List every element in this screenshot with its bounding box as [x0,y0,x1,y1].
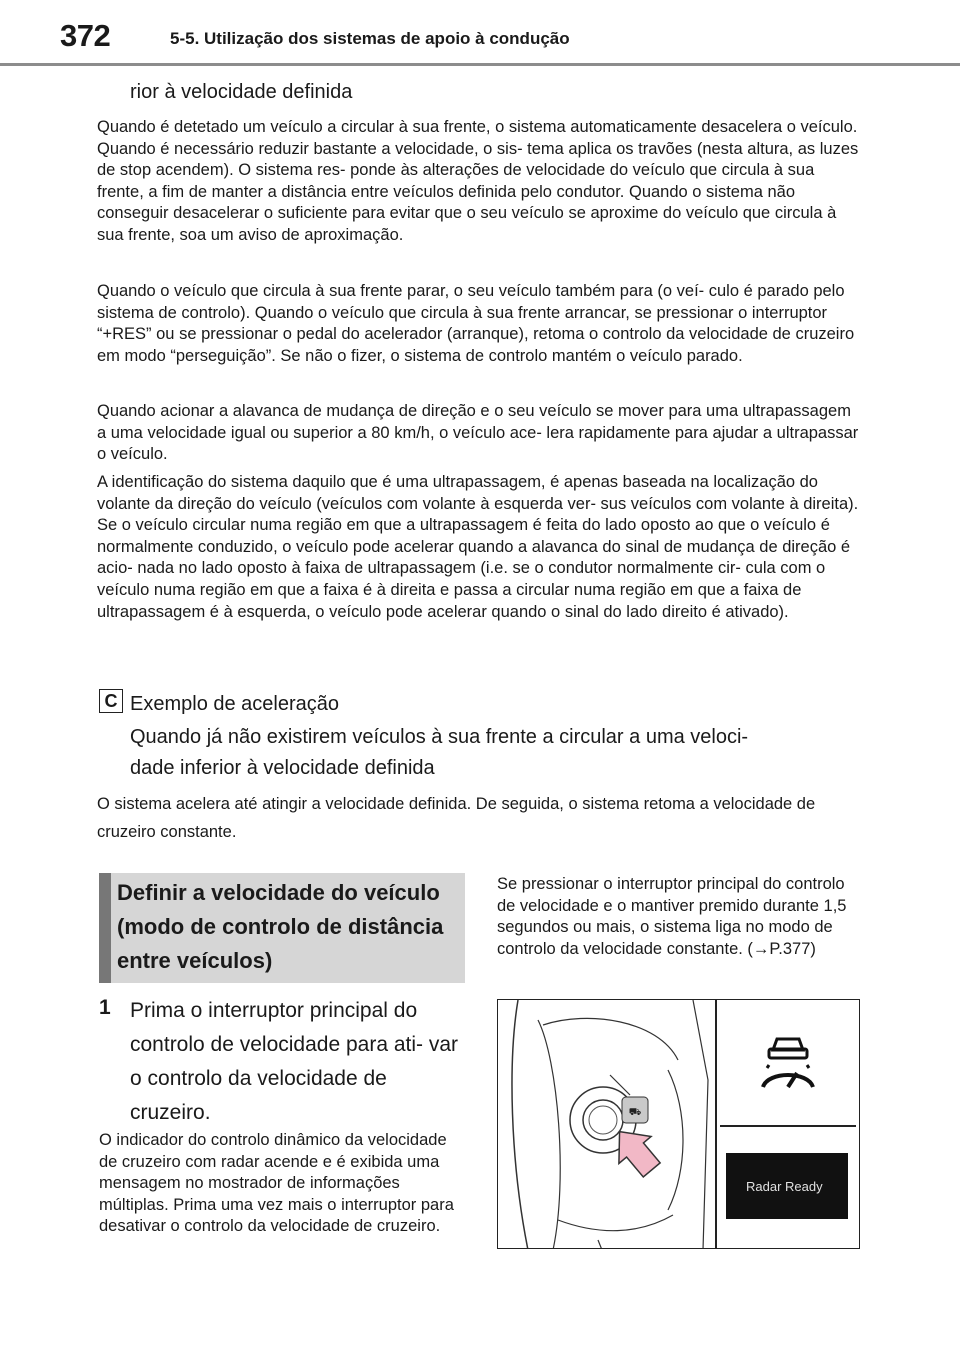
radar-ready-message: Radar Ready [746,1179,823,1194]
section-heading: 5-5. Utilização dos sistemas de apoio à … [170,29,570,48]
page-header: 372 5-5. Utilização dos sistemas de apoi… [0,0,960,66]
hold-switch-note: Se pressionar o interruptor principal do… [497,875,847,958]
paragraph-stop-and-go: Quando o veículo que circula à sua frent… [97,282,855,365]
item-c-subtitle-line1: Quando já não existirem veículos à sua f… [130,726,749,748]
svg-text:⛟: ⛟ [629,1107,642,1118]
paragraph-deceleration: Quando é detetado um veículo a circular … [97,118,859,244]
step-instruction: Prima o interruptor principal do control… [130,999,459,1124]
item-c-title: Exemplo de aceleração [130,693,340,715]
radar-cruise-indicator-icon [761,1037,815,1089]
steering-wheel-illustration: ⛟ [511,1000,856,1248]
step-number: 1 [99,996,111,1019]
top-subheading: rior à velocidade definida [130,81,353,103]
item-c-body: O sistema acelera até atingir a velocida… [97,795,816,841]
section-accent-bar [99,873,111,983]
paragraph-overtake-identification: A identificação do sistema daquilo que é… [97,473,859,621]
step-note: O indicador do controlo dinâmico da velo… [99,1131,454,1236]
paragraph-overtaking: Quando acionar a alavanca de mudança de … [97,402,859,464]
steering-switch-figure: ⛟ Radar Ready [497,999,860,1249]
multi-info-display: Radar Ready [726,1153,848,1219]
item-letter-badge: C [99,689,123,713]
item-c-subtitle-line2: dade inferior à velocidade definida [130,757,435,779]
page-number: 372 [60,18,111,53]
header-divider [0,63,960,66]
section-title: Definir a velocidade do veículo (modo de… [117,880,444,973]
section-title-box: Definir a velocidade do veículo (modo de… [99,873,465,983]
